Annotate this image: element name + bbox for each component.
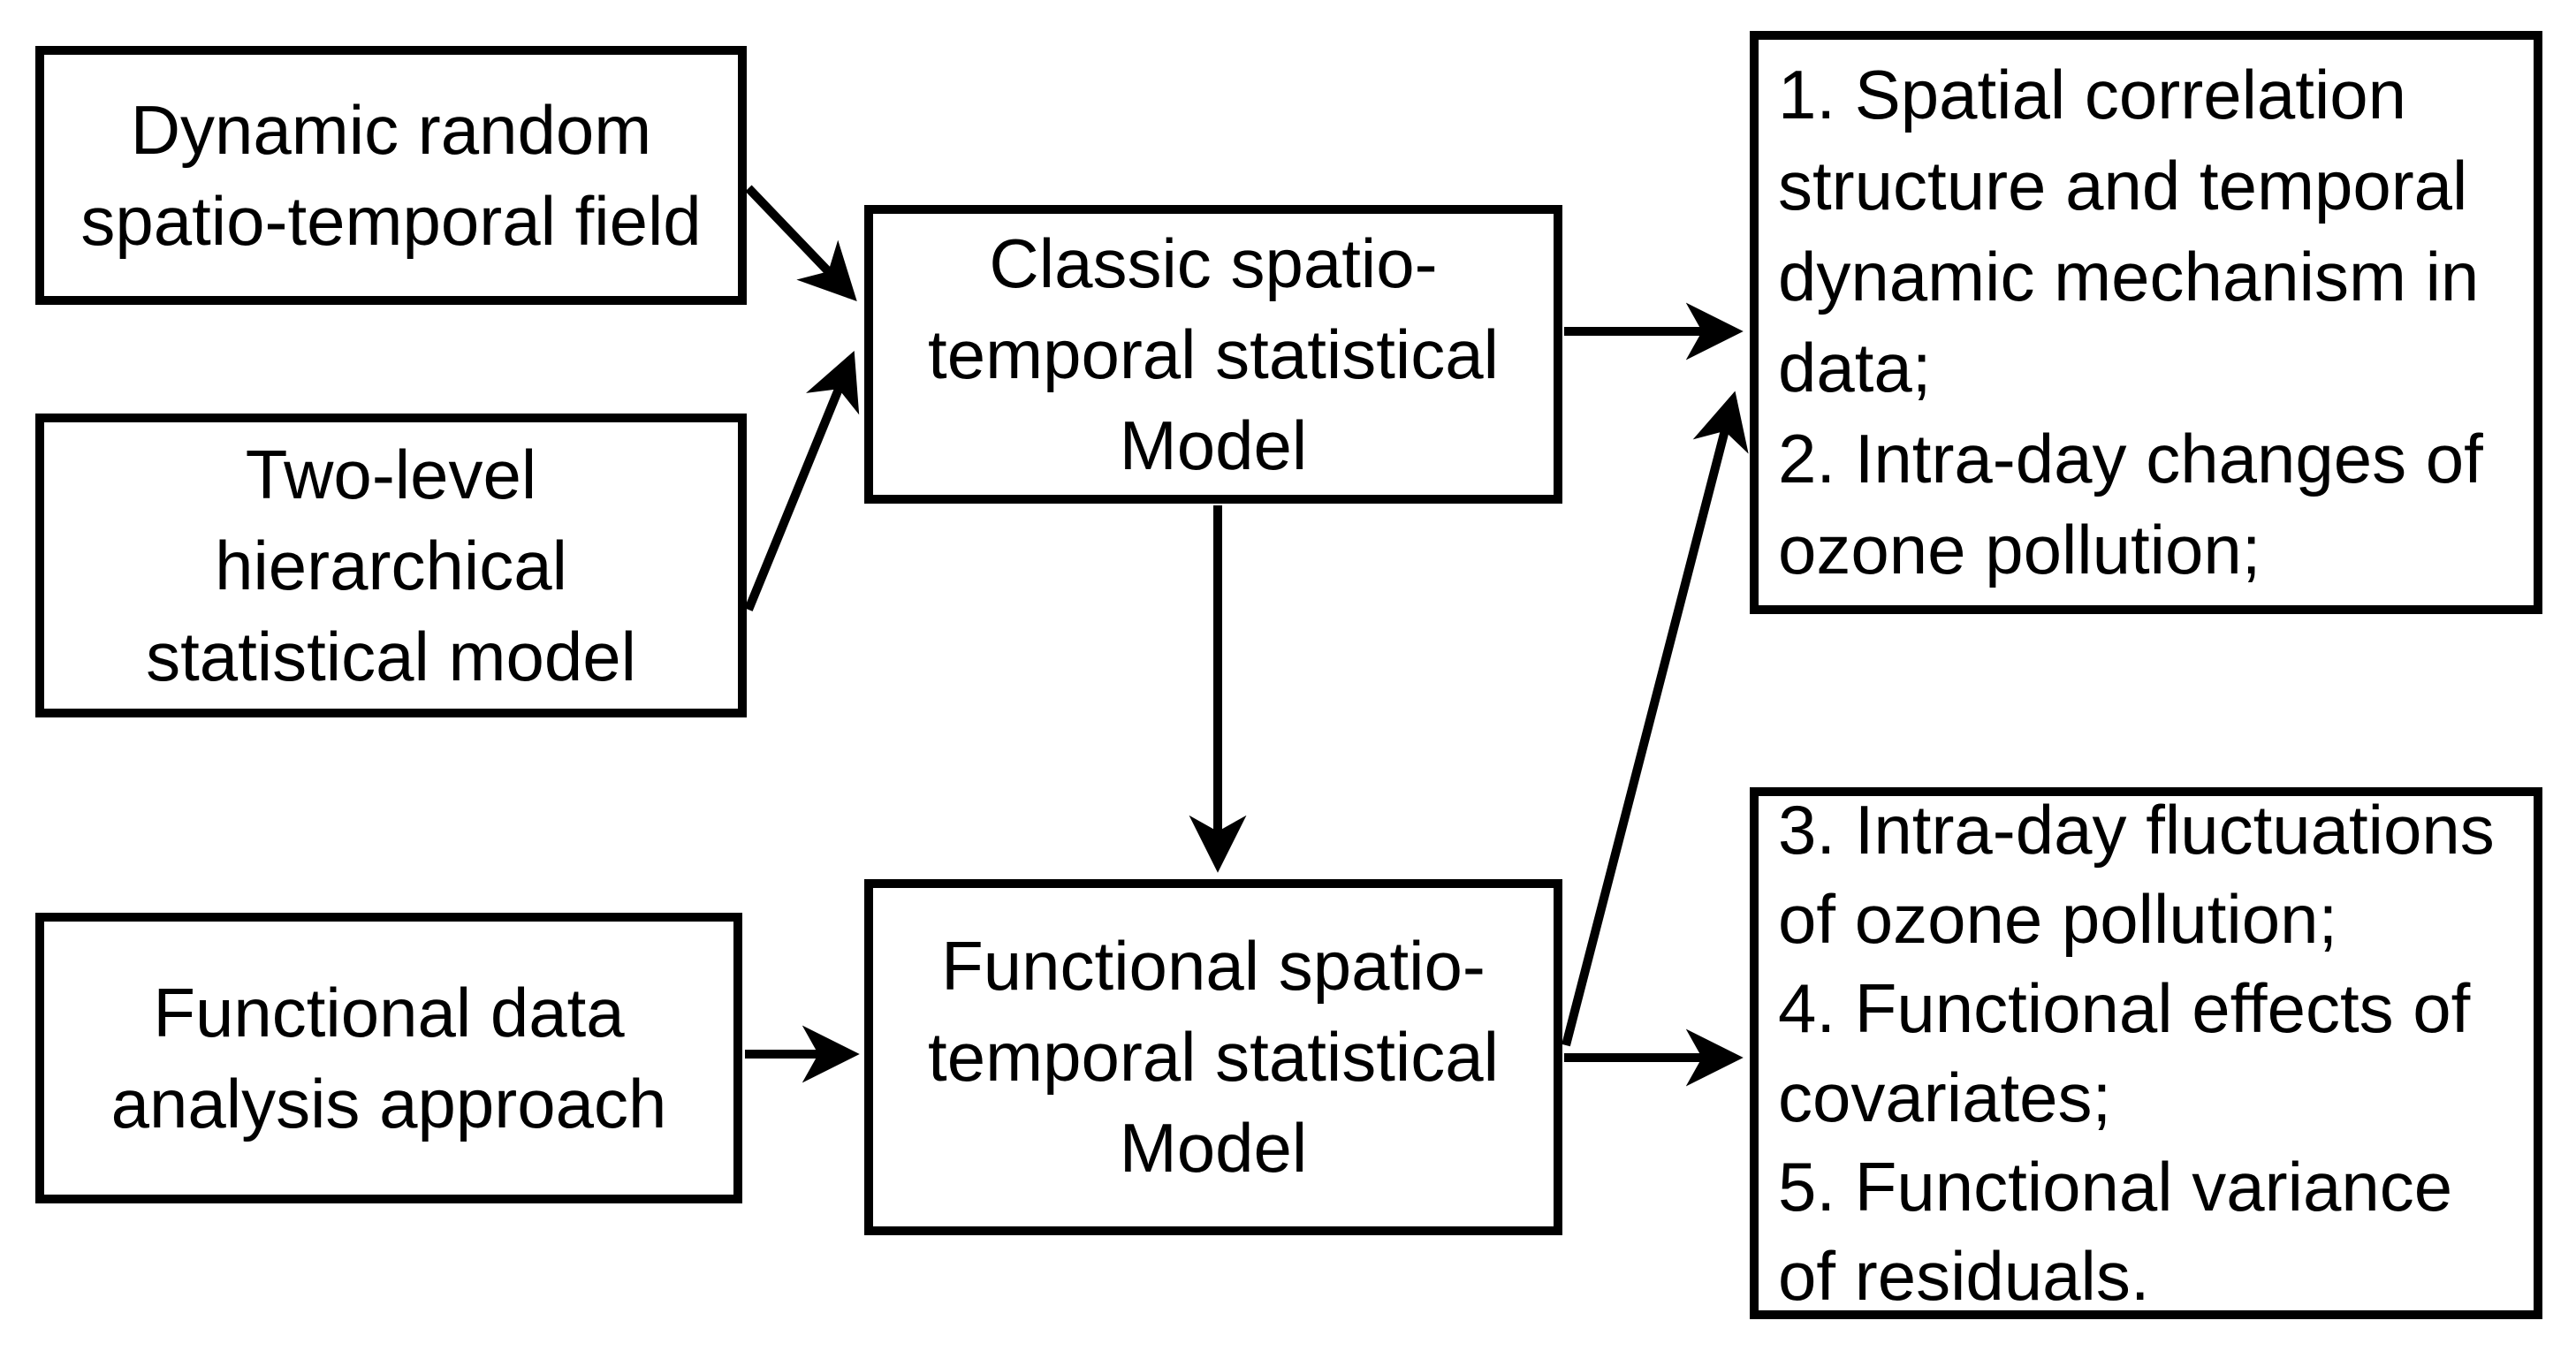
box-dynamic-random-field: Dynamic random spatio-temporal field <box>35 46 747 305</box>
text-line: Functional data <box>153 973 625 1051</box>
text-line: ozone pollution; <box>1778 511 2261 588</box>
box-classic-outputs: 1. Spatial correlation structure and temp… <box>1750 31 2542 614</box>
text-line: temporal statistical <box>928 315 1499 393</box>
arrow-twolevel-to-classic <box>744 350 860 611</box>
text-line: dynamic mechanism in <box>1778 238 2480 315</box>
text-line: covariates; <box>1778 1059 2112 1136</box>
text-line: Functional spatio- <box>941 927 1486 1005</box>
text-line: statistical model <box>146 617 636 695</box>
text-line: temporal statistical <box>928 1018 1499 1096</box>
text-line: hierarchical <box>215 526 567 604</box>
arrow-dynamic-to-classic <box>745 185 857 302</box>
text-line: analysis approach <box>110 1064 667 1142</box>
text-line: spatio-temporal field <box>80 181 702 260</box>
text-line: structure and temporal <box>1778 147 2468 224</box>
text-line: Two-level <box>245 435 537 513</box>
arrow-functional-to-classic-outputs <box>1562 391 1749 1047</box>
text-line: Classic spatio- <box>989 224 1438 302</box>
text-line: Model <box>1119 406 1308 484</box>
text-line: data; <box>1778 329 1932 406</box>
text-line: Model <box>1119 1109 1308 1187</box>
text-line: Dynamic random <box>130 90 652 169</box>
text-line: 2. Intra-day changes of <box>1778 420 2483 497</box>
text-line: 4. Functional effects of <box>1778 969 2471 1047</box>
text-line: 5. Functional variance <box>1778 1148 2453 1226</box>
box-two-level-hierarchical: Two-level hierarchical statistical model <box>35 414 747 717</box>
text-line: 1. Spatial correlation <box>1778 56 2407 133</box>
text-line: of ozone pollution; <box>1778 880 2338 958</box>
text-line: of residuals. <box>1778 1237 2150 1315</box>
text-line: 3. Intra-day fluctuations <box>1778 791 2495 869</box>
box-functional-outputs: 3. Intra-day fluctuations of ozone pollut… <box>1750 787 2542 1319</box>
box-functional-data-analysis: Functional data analysis approach <box>35 913 742 1203</box>
